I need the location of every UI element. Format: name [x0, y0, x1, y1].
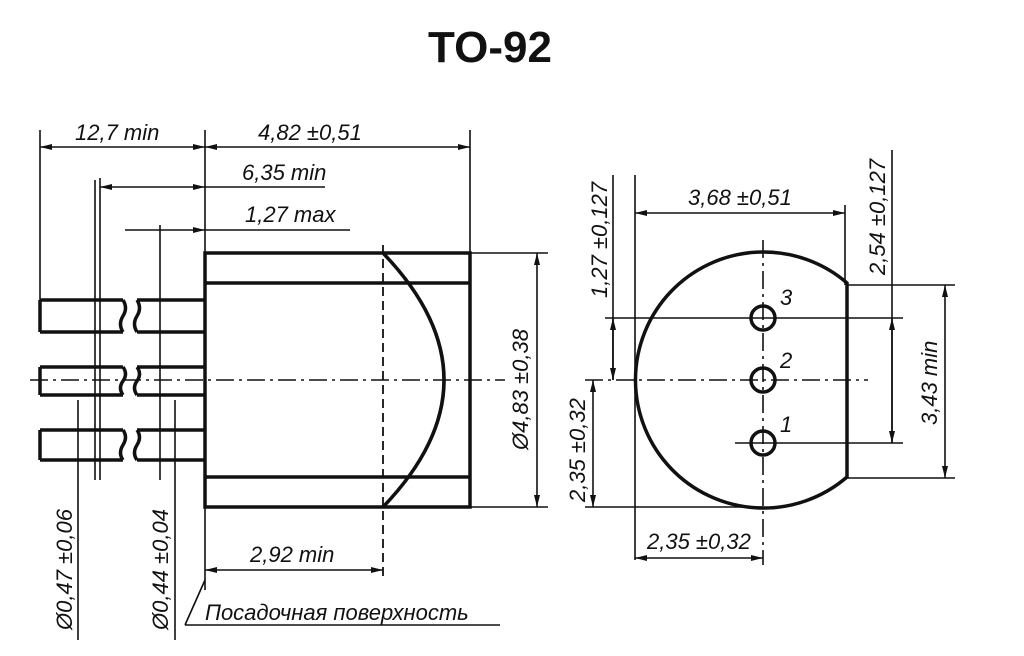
- dim-lead-min: 6,35 min: [242, 160, 326, 185]
- dim-lead-diameter-1: Ø0,47 ±0,06: [52, 508, 77, 631]
- dim-half-height: 2,35 ±0,32: [565, 398, 590, 503]
- dim-lead-length: 12,7 min: [75, 120, 159, 145]
- leads: [38, 298, 205, 462]
- body-outline: [203, 245, 472, 580]
- pin-3: [749, 304, 777, 332]
- seating-surface-note: Посадочная поверхность: [205, 600, 469, 625]
- dim-seat: 2,92 min: [249, 542, 334, 567]
- dim-pin-span: 2,54 ±0,127: [865, 158, 890, 276]
- dim-body-diameter: Ø4,83 ±0,38: [508, 328, 533, 451]
- dim-flat: 3,43 min: [917, 341, 942, 425]
- pin-label-2: 2: [779, 348, 792, 373]
- pin-label-3: 3: [780, 285, 793, 310]
- dim-max: 1,27 max: [245, 202, 336, 227]
- pin-label-1: 1: [780, 412, 792, 437]
- dim-pin-pitch: 1,27 ±0,127: [587, 181, 612, 298]
- dim-width: 3,68 ±0,51: [688, 185, 792, 210]
- pin-2: [749, 366, 777, 394]
- drawing-title: TO-92: [428, 23, 552, 72]
- end-view: 3 2 1 3,68 ±0,51 1,27 ±0,127 2,54 ±0,127…: [565, 150, 955, 565]
- dim-lead-diameter-2: Ø0,44 ±0,04: [148, 509, 173, 631]
- dim-half-width: 2,35 ±0,32: [646, 529, 751, 554]
- side-view: 12,7 min 4,82 ±0,51 6,35 min 1,27 max Ø4…: [30, 120, 548, 640]
- pin-1: [749, 429, 777, 457]
- dim-body-length: 4,82 ±0,51: [258, 120, 362, 145]
